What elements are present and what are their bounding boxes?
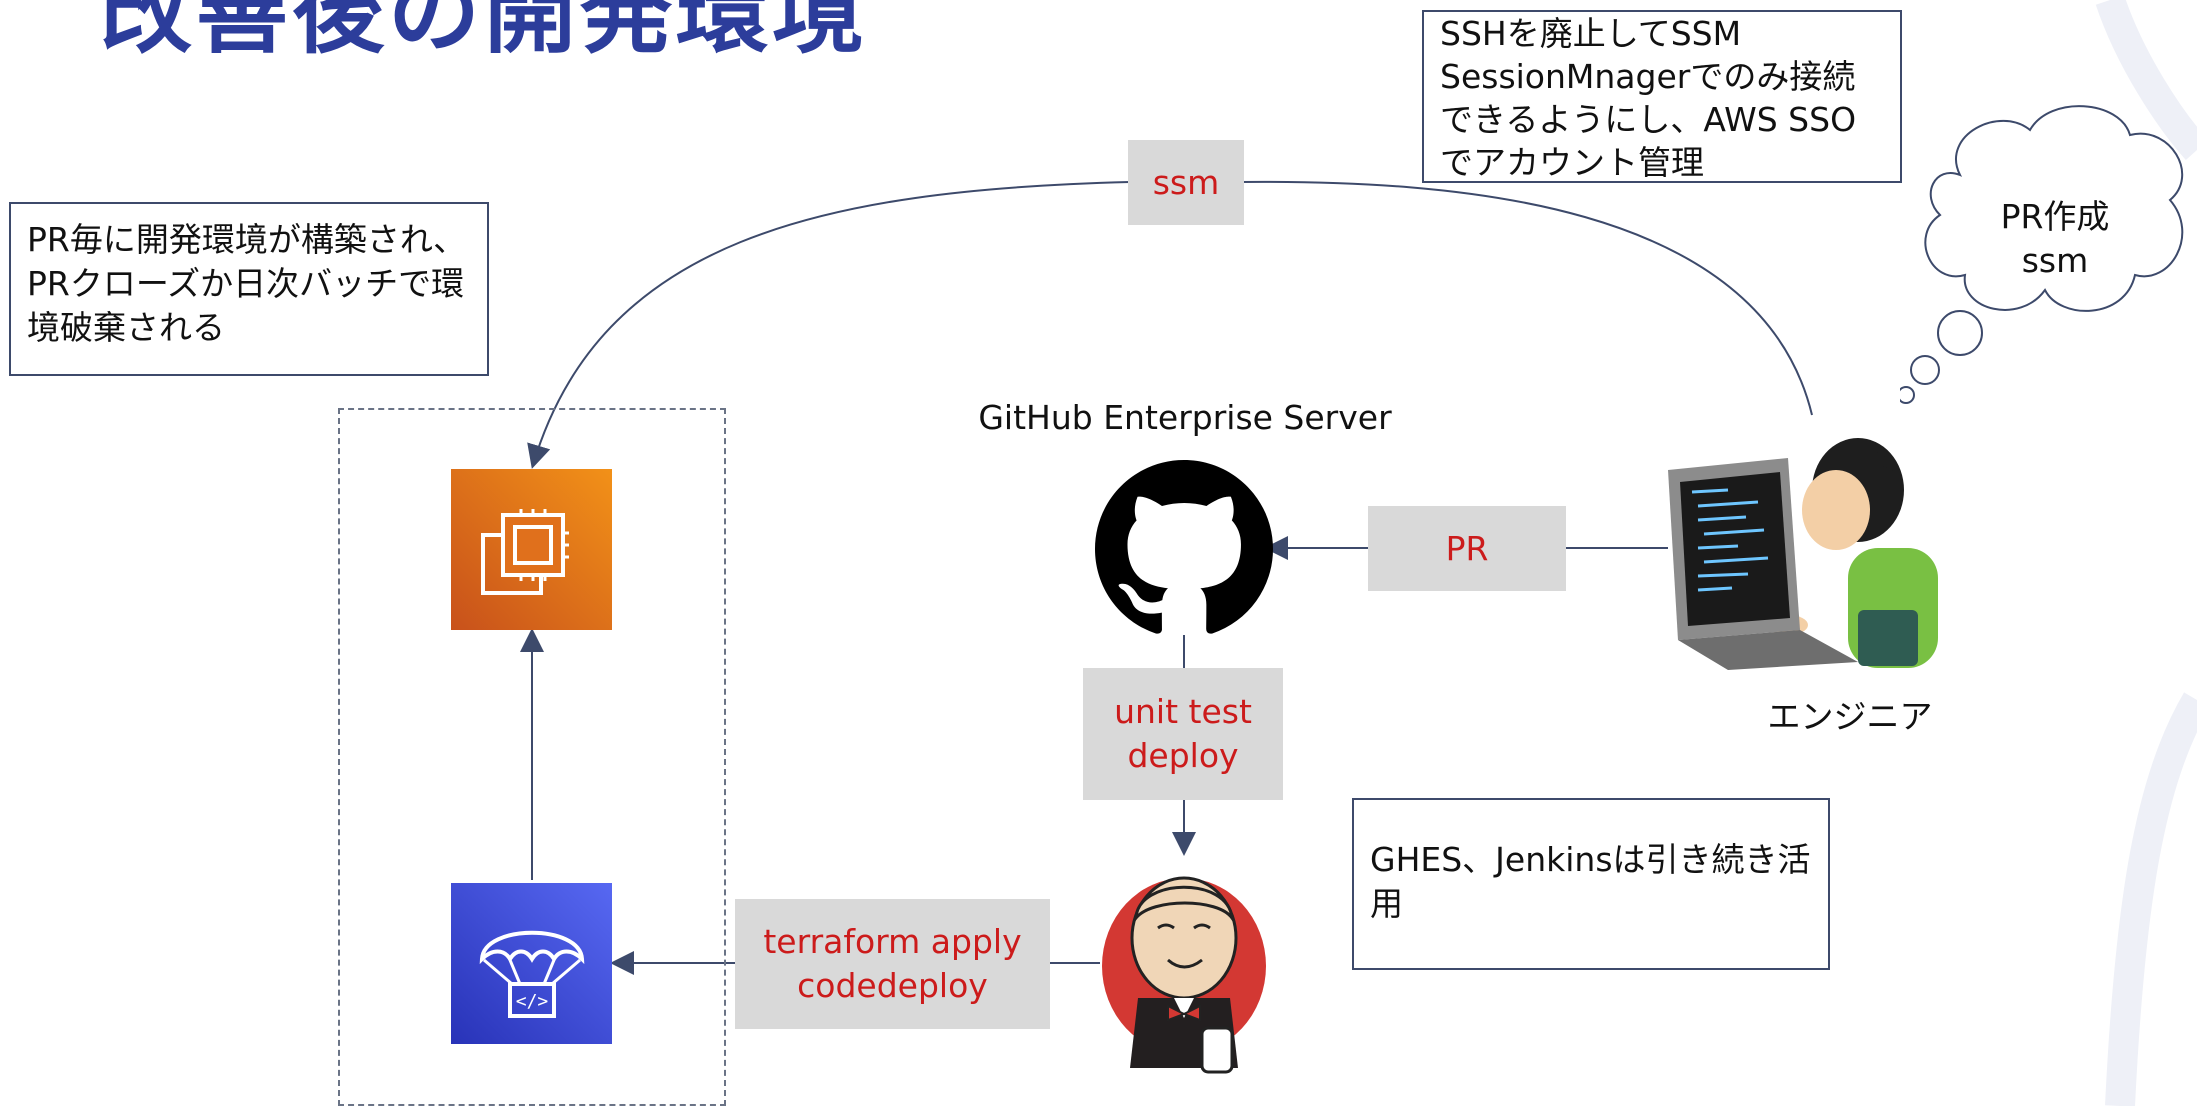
ssm-arc — [533, 180, 1813, 465]
ec2-icon — [451, 469, 612, 630]
thought-cloud: PR作成 ssm — [1897, 95, 2197, 435]
engineer-label: エンジニア — [1767, 697, 1933, 736]
decorative-background-arc — [2095, 0, 2197, 1106]
edge-label-terraform-codedeploy: terraform apply codedeploy — [735, 899, 1050, 1029]
edge-label-unit-test-deploy: unit test deploy — [1083, 668, 1283, 800]
thought-line-2: ssm — [2021, 241, 2089, 280]
thought-line-1: PR作成 — [2000, 197, 2110, 236]
svg-text:</>: </> — [515, 991, 548, 1012]
edge-label-ssm: ssm — [1128, 140, 1244, 225]
engineer-illustration — [1668, 430, 1958, 670]
jenkins-icon — [1098, 858, 1270, 1080]
edge-label-codedeploy: codedeploy — [797, 966, 988, 1005]
edge-label-terraform: terraform apply — [763, 922, 1022, 961]
edge-label-unit-test: unit test — [1114, 692, 1252, 731]
edge-label-deploy: deploy — [1127, 736, 1239, 775]
edge-label-pr: PR — [1368, 506, 1566, 591]
note-pr-environment: PR毎に開発環境が構築され、PRクローズか日次バッチで環境破棄される — [9, 202, 489, 376]
note-ghes-jenkins: GHES、Jenkinsは引き続き活用 — [1352, 798, 1830, 970]
note-ssm: SSHを廃止してSSM SessionMnagerでのみ接続できるようにし、AW… — [1422, 10, 1902, 183]
slide-title: 改善後の開発環境 — [100, 0, 869, 66]
dev-environment-boundary — [338, 408, 726, 1106]
github-icon — [1095, 460, 1273, 638]
codedeploy-icon: </> — [451, 883, 612, 1044]
github-label: GitHub Enterprise Server — [978, 398, 1392, 437]
